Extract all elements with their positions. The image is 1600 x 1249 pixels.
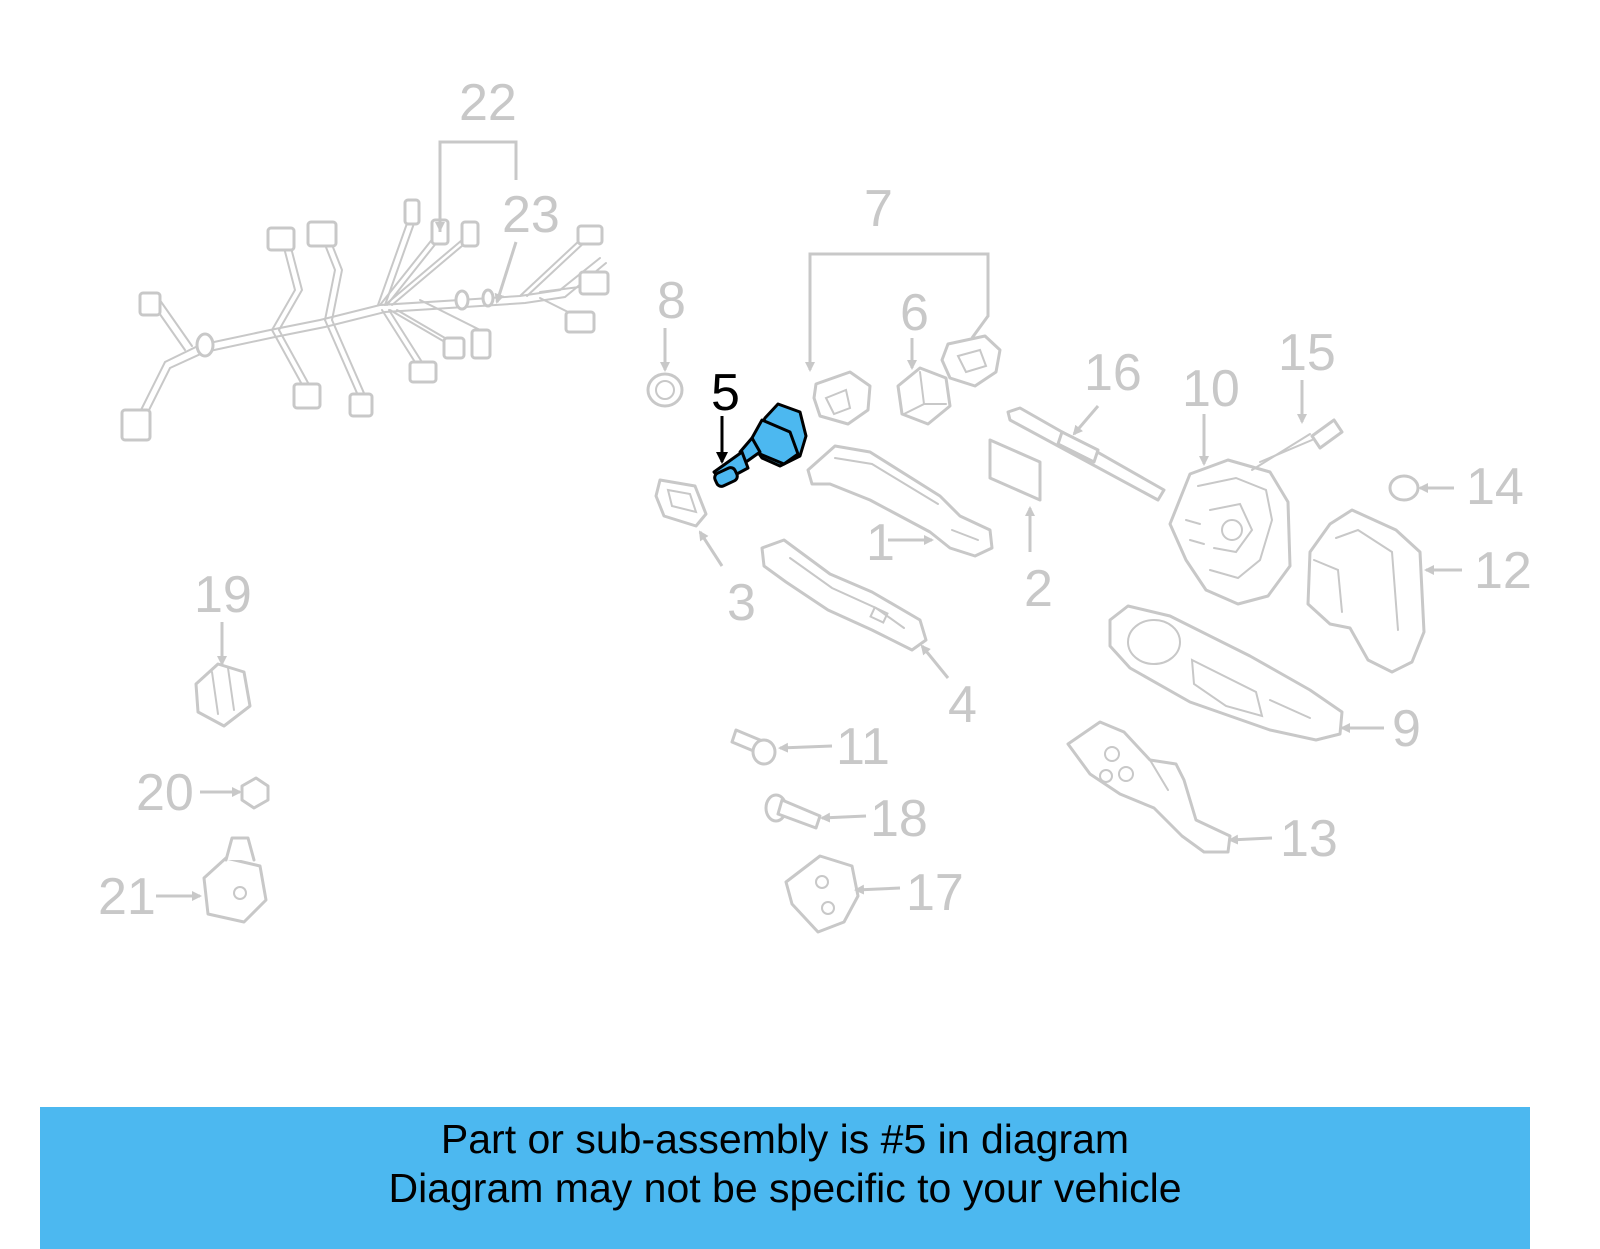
part-1-exterior-handle: [806, 444, 994, 558]
callout-numbers: 22 23 8 7 6 5 3 1 2 4 16 10 15 14 12 9 1…: [98, 74, 1532, 926]
callout-13: 13: [1280, 810, 1338, 868]
leader-lines: [156, 140, 1462, 901]
callout-21: 21: [98, 868, 156, 926]
part-7-caps: [812, 334, 1002, 426]
callout-2: 2: [1024, 560, 1053, 618]
callout-1: 1: [866, 514, 895, 572]
part-21-striker: [202, 836, 268, 924]
part-11-bolt: [730, 728, 777, 766]
part-18-screw: [764, 793, 822, 830]
callout-14: 14: [1466, 458, 1524, 516]
wiring-harness: [120, 198, 610, 442]
part-8-grommet: [646, 372, 684, 408]
part-17-plate: [784, 854, 860, 934]
part-4-handle-carrier: [760, 538, 928, 652]
part-19-hinge: [194, 662, 252, 728]
callout-17: 17: [906, 864, 964, 922]
callout-6: 6: [900, 284, 929, 342]
callout-15: 15: [1278, 324, 1336, 382]
banner-line-part: Part or sub-assembly is #5 in diagram: [440, 1116, 1130, 1162]
part-15-cable: [1259, 418, 1344, 463]
part-3-gasket: [654, 478, 708, 528]
callout-10: 10: [1182, 360, 1240, 418]
callout-11: 11: [836, 718, 890, 776]
callout-9: 9: [1392, 700, 1421, 758]
callout-22: 22: [459, 74, 517, 132]
part-12-cover: [1306, 508, 1426, 674]
callout-3: 3: [727, 574, 756, 632]
callout-5: 5: [711, 364, 740, 422]
callout-18: 18: [870, 790, 928, 848]
part-20-nut: [240, 776, 270, 810]
part-16-rod: [1006, 406, 1166, 502]
callout-19: 19: [194, 566, 252, 624]
callout-16: 16: [1084, 344, 1142, 402]
callout-23: 23: [502, 186, 560, 244]
part-13-bracket: [1066, 720, 1232, 854]
banner-line-disclaimer: Diagram may not be specific to your vehi…: [388, 1165, 1182, 1211]
part-6-cap: [896, 366, 952, 426]
info-banner: Part or sub-assembly is #5 in diagram Di…: [40, 1107, 1530, 1249]
part-9-interior-handle: [1108, 604, 1344, 742]
part-10-lock-actuator: [1168, 433, 1311, 606]
callout-8: 8: [657, 272, 686, 330]
callout-4: 4: [948, 676, 977, 734]
callout-20: 20: [136, 764, 194, 822]
part-14-clip: [1388, 474, 1420, 502]
callout-12: 12: [1474, 542, 1532, 600]
part-5-highlighted: [712, 402, 808, 488]
part-2-pad: [988, 438, 1042, 502]
callout-7: 7: [864, 180, 893, 238]
